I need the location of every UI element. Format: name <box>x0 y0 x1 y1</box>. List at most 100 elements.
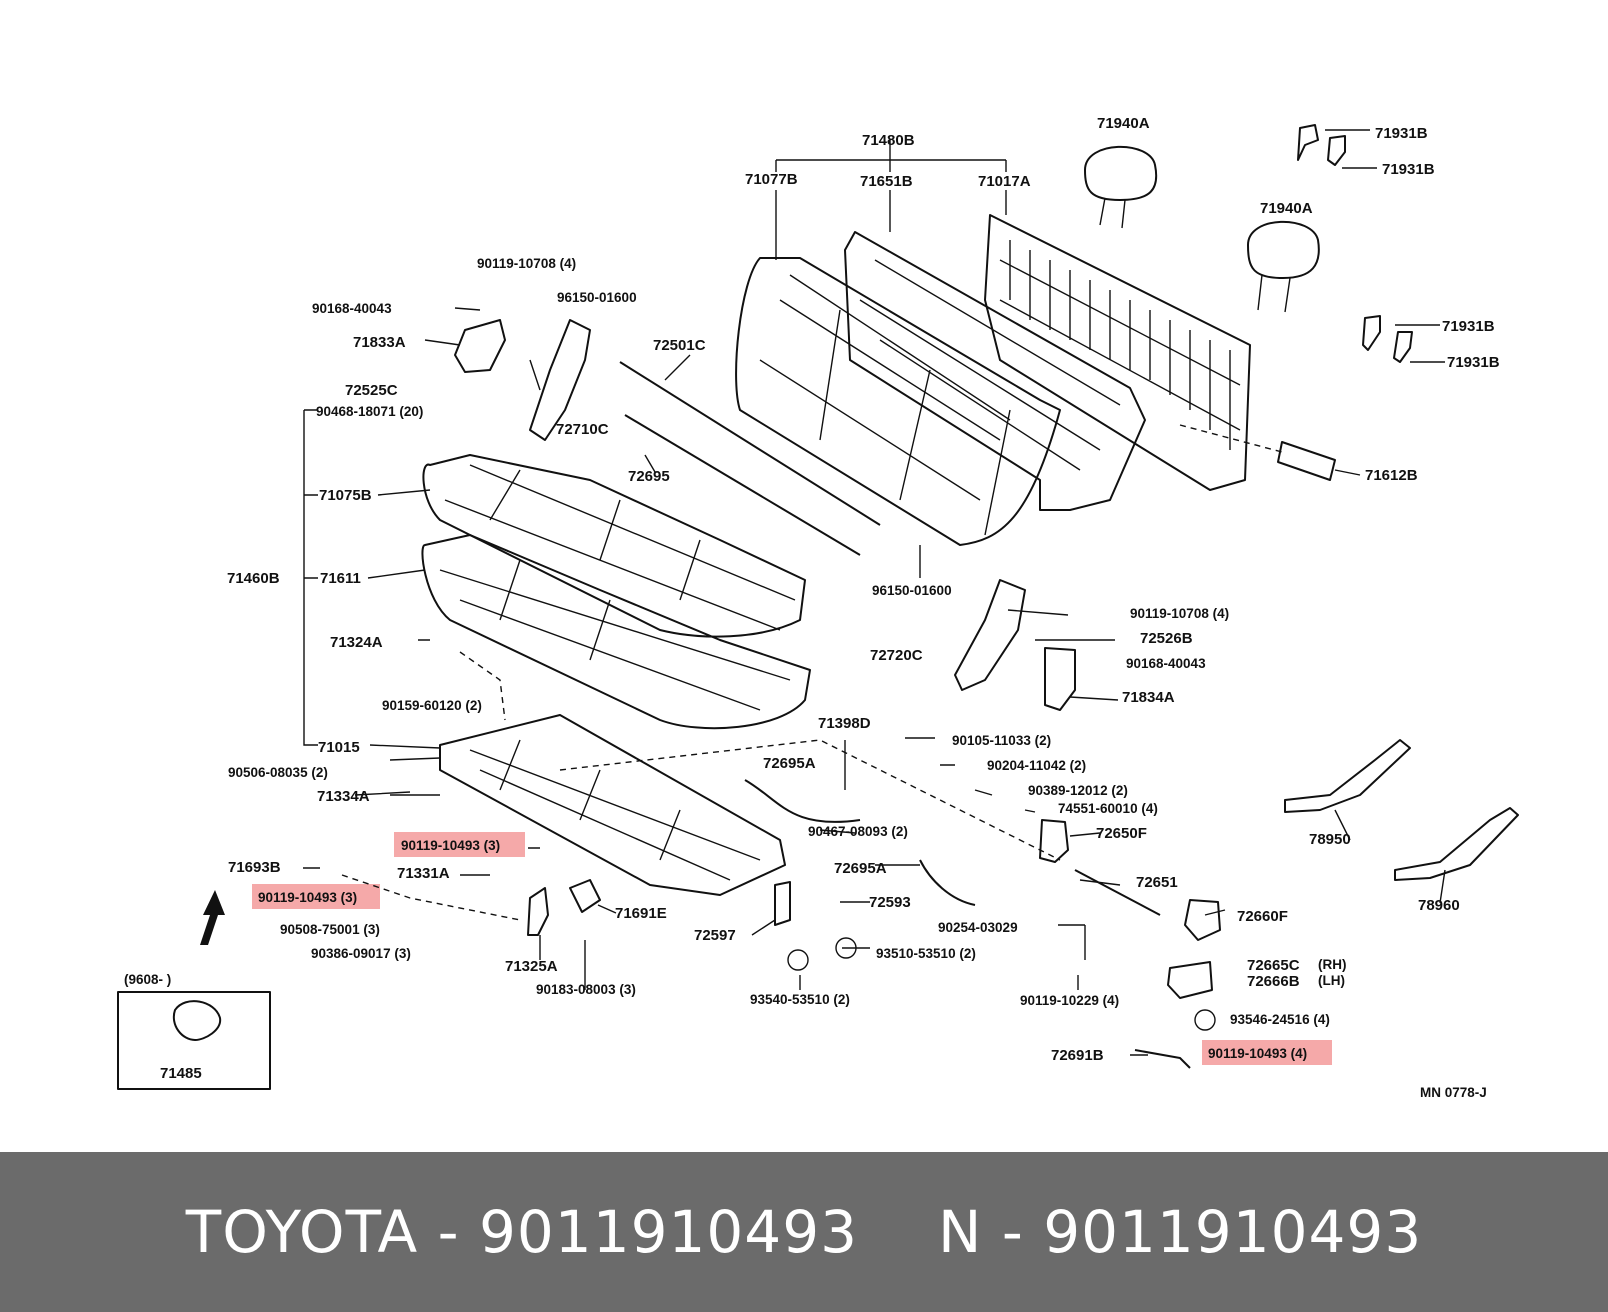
label-72666B: 72666B <box>1247 973 1300 990</box>
label-72593: 72593 <box>869 894 911 911</box>
label-71940A-2: 71940A <box>1260 200 1313 217</box>
diagram-code: MN 0778-J <box>1420 1085 1487 1100</box>
label-72525C: 72525C <box>345 382 398 399</box>
inset-part-label: 71485 <box>160 1065 202 1082</box>
label-72691B: 72691B <box>1051 1047 1104 1064</box>
parts-diagram: 71480B 71077B 71651B 71017A 71940A 71940… <box>117 115 1519 1100</box>
belt-78960 <box>1394 807 1519 881</box>
inset-part-icon <box>172 1000 222 1041</box>
label-90506-08035: 90506-08035 (2) <box>228 765 328 780</box>
inset-box <box>117 991 271 1090</box>
label-71611: 71611 <box>320 570 361 587</box>
lock-cover <box>1277 441 1336 481</box>
headrest-support-group <box>1297 124 1413 363</box>
label-72710C: 72710C <box>556 421 609 438</box>
label-71334A: 71334A <box>317 788 370 805</box>
lock-72660F <box>1184 899 1221 941</box>
highlight-90119-10493-b <box>252 884 380 909</box>
label-71331A: 71331A <box>397 865 450 882</box>
label-71612B: 71612B <box>1365 467 1418 484</box>
label-72651: 72651 <box>1136 874 1178 891</box>
bracket-71325A <box>527 887 549 936</box>
label-90119-10708-b: 90119-10708 (4) <box>1130 606 1229 621</box>
label-72720C: 72720C <box>870 647 923 664</box>
label-74551-60010: 74551-60010 (4) <box>1058 801 1158 816</box>
label-90467-08093: 90467-08093 (2) <box>808 824 908 839</box>
label-72695A-1: 72695A <box>763 755 816 772</box>
label-71833A: 71833A <box>353 334 406 351</box>
front-arrow-icon <box>200 890 225 945</box>
label-90508-75001: 90508-75001 (3) <box>280 922 380 937</box>
label-71931B-4: 71931B <box>1447 354 1500 371</box>
label-90119-10708-a: 90119-10708 (4) <box>477 256 576 271</box>
headrest-2 <box>1247 220 1320 313</box>
label-72660F: 72660F <box>1237 908 1288 925</box>
label-72665C: 72665C <box>1247 957 1300 974</box>
label-72665C-side: (RH) <box>1318 957 1347 972</box>
belt-78950 <box>1284 739 1411 813</box>
lock-72650F <box>1039 819 1069 863</box>
leader-lines <box>303 129 1446 1056</box>
label-90183-08003: 90183-08003 (3) <box>536 982 636 997</box>
label-72526B: 72526B <box>1140 630 1193 647</box>
label-90105-11033: 90105-11033 (2) <box>952 733 1051 748</box>
label-90119-10493-c: 90119-10493 (4) <box>1208 1046 1307 1061</box>
footer-left-text: TOYOTA - 9011910493 <box>185 1198 859 1266</box>
label-93546-24516: 93546-24516 (4) <box>1230 1012 1330 1027</box>
seat-frame <box>439 651 1061 896</box>
label-71931B-3: 71931B <box>1442 318 1495 335</box>
label-78950: 78950 <box>1309 831 1351 848</box>
label-96150-01600-b: 96150-01600 <box>872 583 952 598</box>
label-71834A: 71834A <box>1122 689 1175 706</box>
label-71480B: 71480B <box>862 132 915 149</box>
label-93510-53510: 93510-53510 (2) <box>876 946 976 961</box>
seat-cushion-cover <box>422 454 806 638</box>
label-90389-12012: 90389-12012 (2) <box>1028 783 1128 798</box>
bracket-71691E <box>569 879 601 913</box>
highlight-90119-10493-c <box>1202 1040 1332 1065</box>
label-90119-10229: 90119-10229 (4) <box>1020 993 1119 1008</box>
inset-title: (9608- ) <box>124 972 171 987</box>
label-71931B-2: 71931B <box>1382 161 1435 178</box>
label-71077B: 71077B <box>745 171 798 188</box>
label-93540-53510: 93540-53510 (2) <box>750 992 850 1007</box>
label-78960: 78960 <box>1418 897 1460 914</box>
label-90119-10493-b: 90119-10493 (3) <box>258 890 357 905</box>
label-71931B-1: 71931B <box>1375 125 1428 142</box>
label-96150-01600-a: 96150-01600 <box>557 290 637 305</box>
label-90254-03029: 90254-03029 <box>938 920 1018 935</box>
rod-72501C <box>619 361 881 526</box>
label-72695A-2: 72695A <box>834 860 887 877</box>
striker-72691B <box>1134 1049 1191 1069</box>
hinge-cover-right <box>1044 647 1076 711</box>
label-71691E: 71691E <box>615 905 667 922</box>
label-71651B: 71651B <box>860 173 913 190</box>
seat-back-frame <box>984 214 1251 491</box>
highlight-90119-10493-a <box>394 832 525 857</box>
label-71940A-1: 71940A <box>1097 115 1150 132</box>
footer-right-text: N - 9011910493 <box>938 1198 1423 1266</box>
label-72666B-side: (LH) <box>1318 973 1345 988</box>
cable-72695A-2 <box>919 859 976 906</box>
label-72501C: 72501C <box>653 337 706 354</box>
rod-72651 <box>1074 869 1161 916</box>
label-72597: 72597 <box>694 927 736 944</box>
label-90386-09017: 90386-09017 (3) <box>311 946 411 961</box>
label-72695: 72695 <box>628 468 670 485</box>
label-72650F: 72650F <box>1096 825 1147 842</box>
lock-72665C <box>1167 961 1213 999</box>
seat-back-cover <box>735 231 1146 546</box>
hinge-bracket-right <box>954 579 1026 691</box>
hinge-bracket-left <box>529 319 591 441</box>
s-tag-icons <box>787 937 1216 1031</box>
label-90119-10493-a: 90119-10493 (3) <box>401 838 500 853</box>
hinge-cover-left <box>454 319 506 373</box>
plate-72597 <box>774 881 791 926</box>
label-90468-18071: 90468-18071 (20) <box>316 404 423 419</box>
label-71017A: 71017A <box>978 173 1031 190</box>
rod-72695 <box>624 414 861 556</box>
label-71325A: 71325A <box>505 958 558 975</box>
label-71693B: 71693B <box>228 859 281 876</box>
cable-72695A-1 <box>744 779 861 823</box>
label-90168-40043-b: 90168-40043 <box>1126 656 1206 671</box>
